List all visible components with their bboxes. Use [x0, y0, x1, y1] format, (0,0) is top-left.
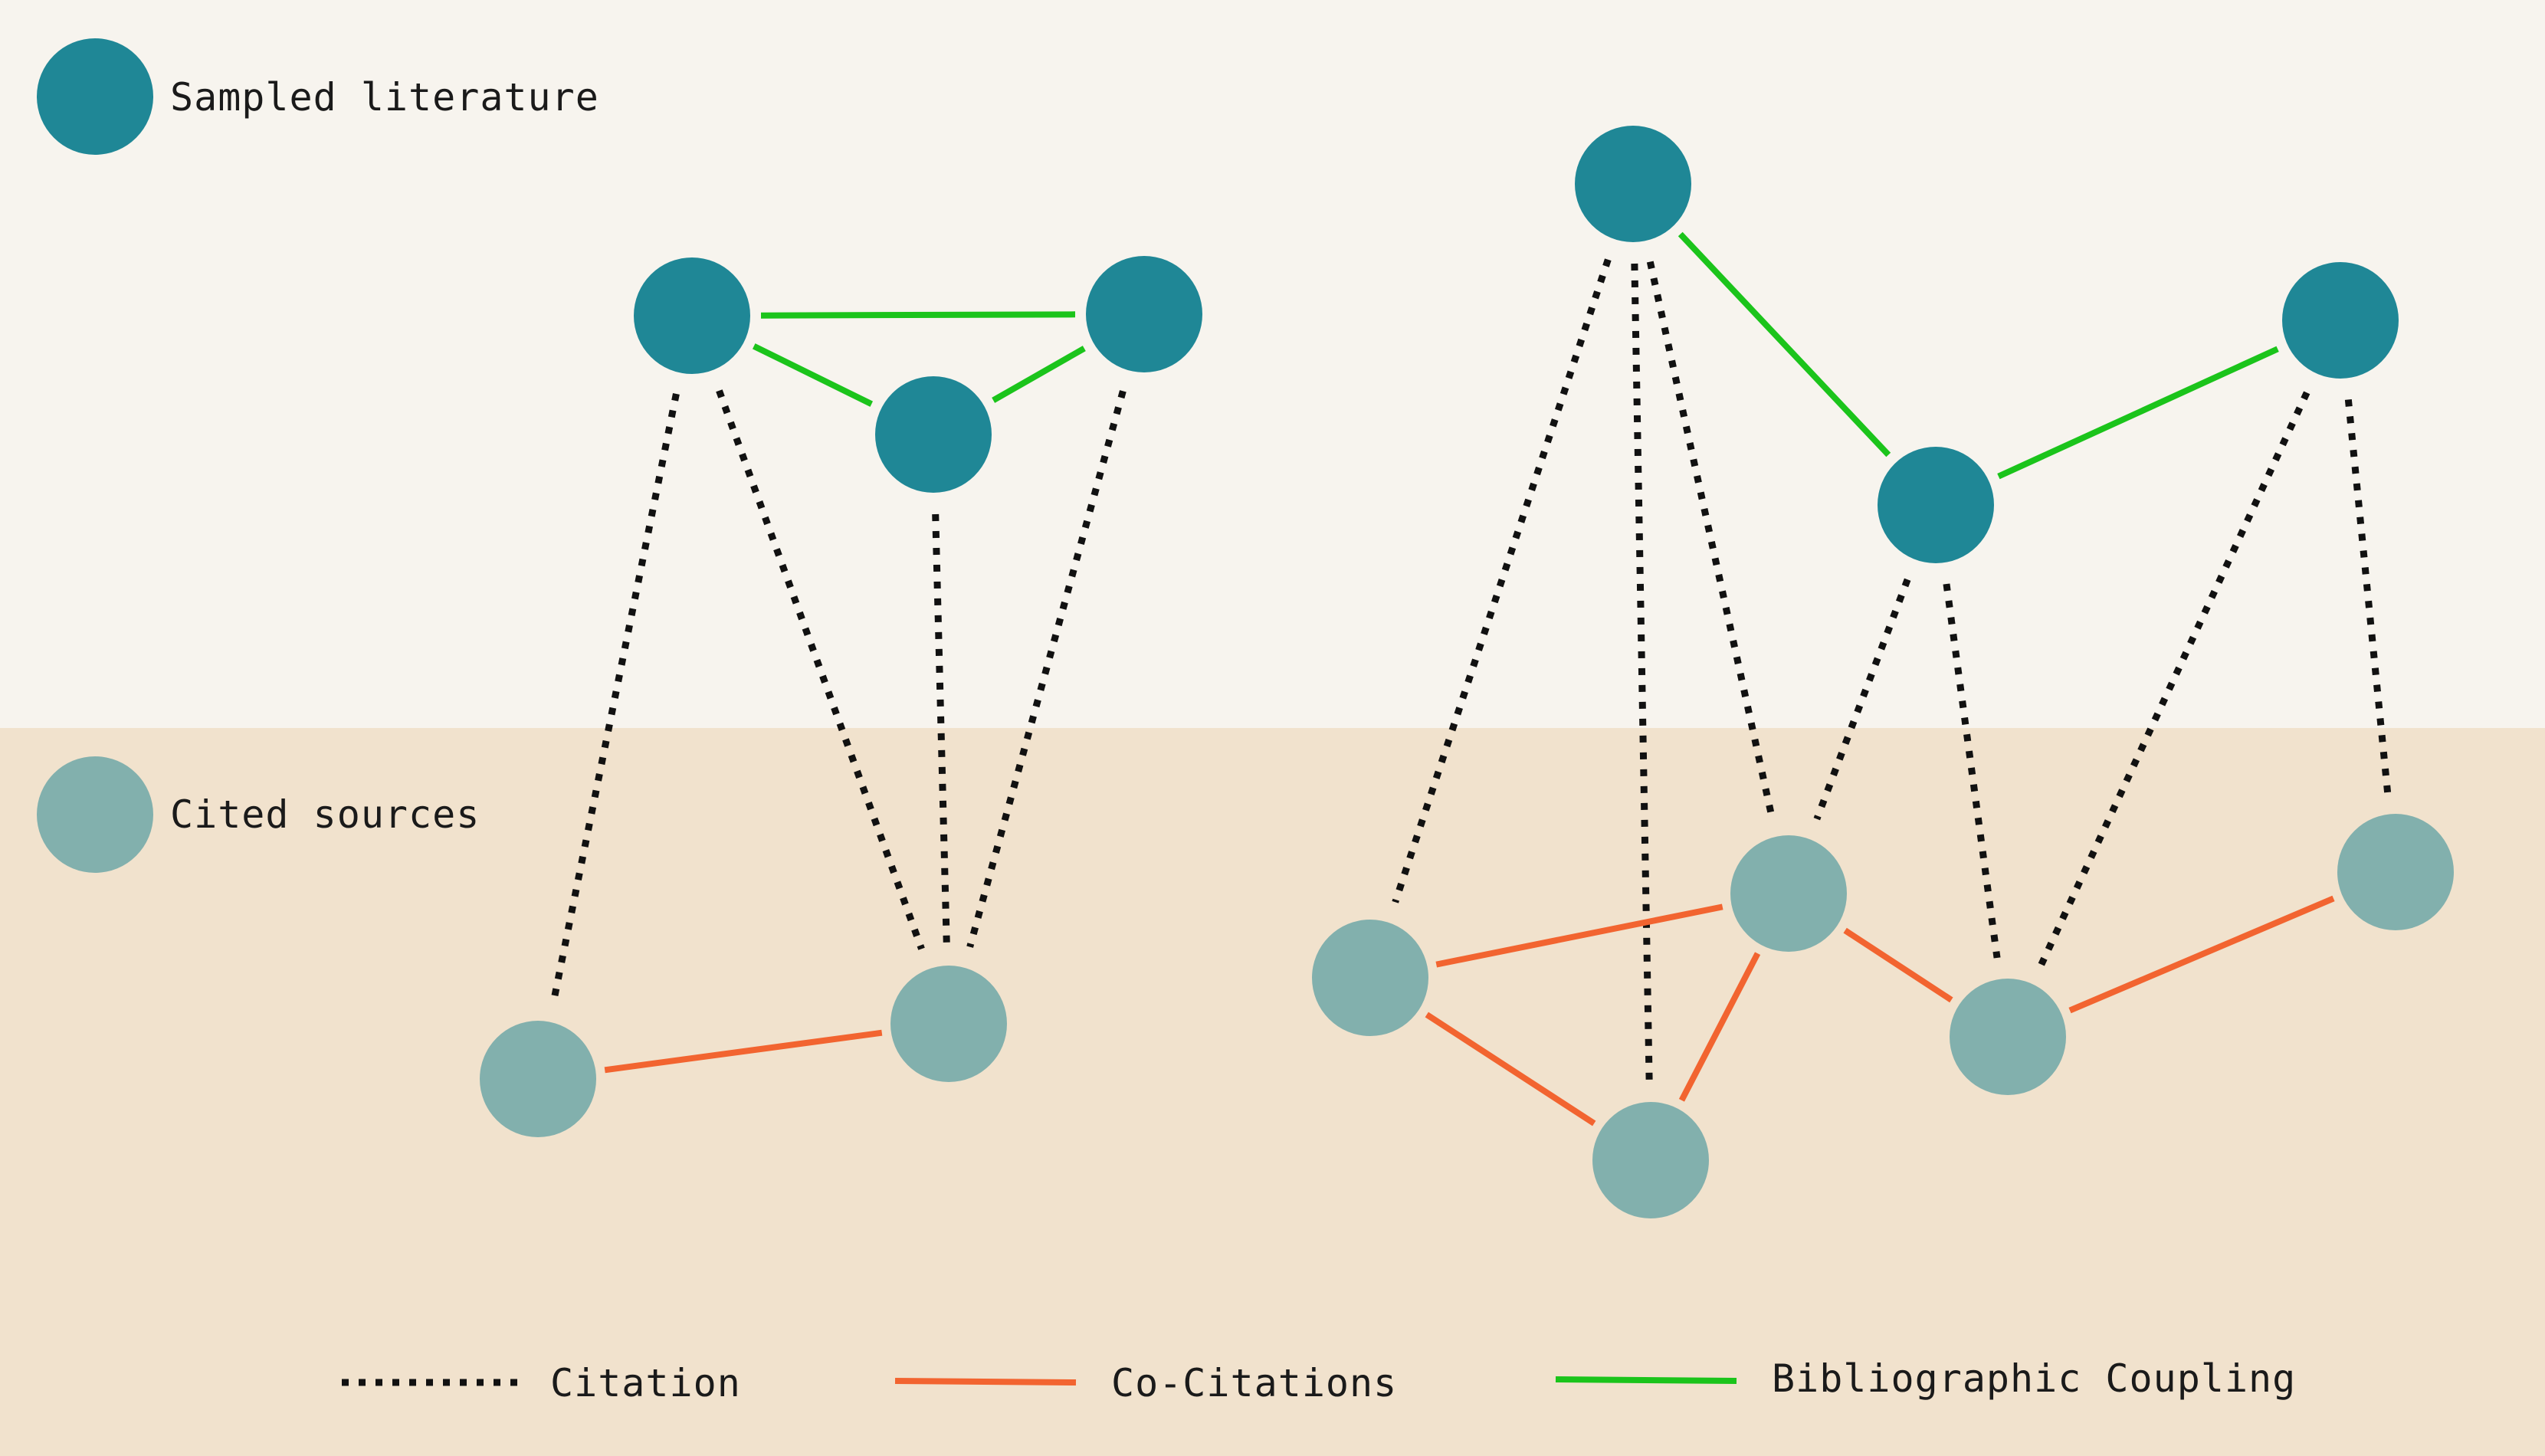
sampled-literature-node	[1086, 256, 1202, 372]
sampled-literature-node	[2282, 262, 2399, 379]
citation-edge	[1646, 261, 1776, 817]
cited-sources-marker	[37, 756, 153, 873]
cited-source-node	[1592, 1102, 1709, 1218]
cocitation-edge	[1678, 952, 1761, 1102]
citation-edge	[716, 389, 925, 950]
cocitation-edge	[1425, 1012, 1596, 1126]
legend-coupling-swatch	[1555, 1376, 1737, 1384]
coupling-edge	[752, 343, 874, 407]
coupling-edge	[992, 346, 1086, 403]
citation-edge	[932, 513, 950, 945]
sampled-literature-node	[1575, 126, 1691, 242]
coupling-edge	[1997, 346, 2279, 480]
citation-edge	[1813, 578, 1911, 821]
cocitation-edge	[1843, 927, 1953, 1003]
citation-edge	[966, 390, 1127, 948]
sampled-literature-node	[634, 257, 750, 374]
citation-edge	[2344, 399, 2392, 793]
cocitation-edge	[604, 1029, 883, 1074]
sampled-literature-node	[875, 376, 992, 493]
citation-edge	[1943, 583, 2001, 959]
cocitation-edge	[1435, 903, 1723, 968]
cited-source-node	[890, 966, 1007, 1082]
cited-source-node	[1730, 835, 1847, 952]
legend-citation-label: Citation	[550, 1361, 741, 1405]
coupling-edge	[760, 311, 1076, 319]
cocitation-edge	[2068, 895, 2335, 1014]
citation-edge	[2038, 391, 2311, 966]
sampled-literature-marker	[37, 38, 153, 155]
cited-sources-band	[0, 728, 2545, 1456]
sampled-literature-band	[0, 0, 2545, 728]
cited-sources-label: Cited sources	[170, 792, 480, 837]
legend-cocitation-swatch	[894, 1378, 1077, 1385]
sampled-literature-label: Sampled literature	[170, 75, 599, 120]
coupling-edge	[1678, 231, 1891, 457]
cited-source-node	[480, 1021, 596, 1137]
citation-edge	[1631, 263, 1653, 1081]
legend-coupling-label: Bibliographic Coupling	[1772, 1356, 2297, 1401]
cited-source-node	[1950, 979, 2066, 1095]
legend-cocitation-label: Co-Citations	[1111, 1361, 1398, 1405]
cited-source-node	[2337, 814, 2454, 930]
citation-edge	[550, 393, 680, 1002]
cited-source-node	[1312, 920, 1428, 1036]
citation-edge	[1392, 258, 1612, 903]
sampled-literature-node	[1878, 447, 1994, 563]
